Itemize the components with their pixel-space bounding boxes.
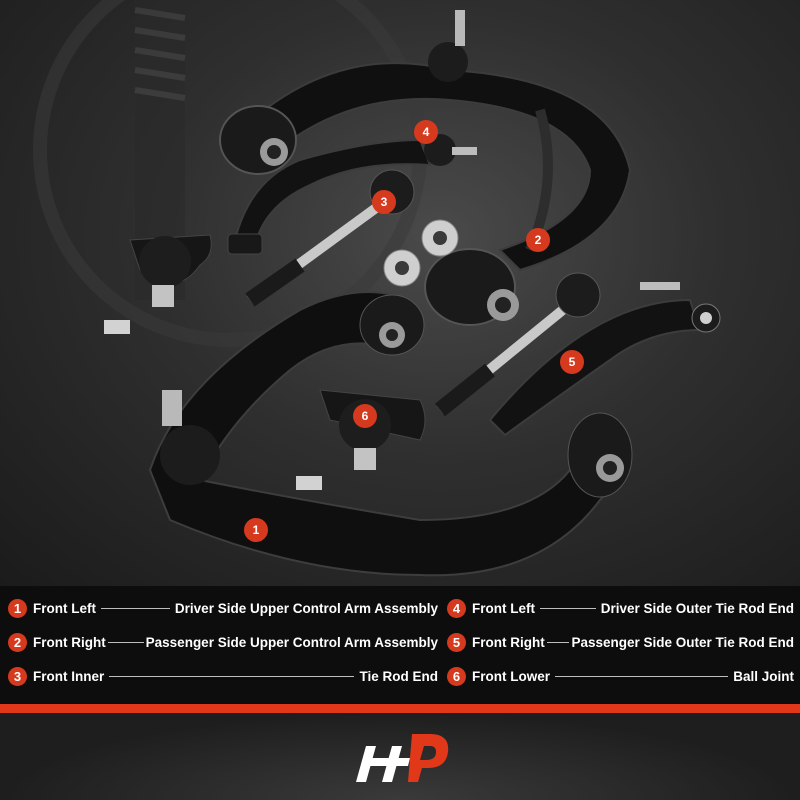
legend-item-2: 2 Front Right Passenger Side Upper Contr… xyxy=(8,631,438,653)
legend-item-5: 5 Front Right Passenger Side Outer Tie R… xyxy=(447,631,794,653)
parts-legend: 1 Front Left Driver Side Upper Control A… xyxy=(0,586,800,704)
leader-line xyxy=(101,607,170,609)
parts-illustration: 1 2 3 4 5 6 xyxy=(33,0,721,577)
legend-badge: 3 xyxy=(8,666,27,686)
callout-5-label: 5 xyxy=(569,355,576,369)
background-strut xyxy=(33,0,427,347)
leader-line xyxy=(109,675,355,677)
leader-line xyxy=(546,641,570,643)
legend-item-1: 1 Front Left Driver Side Upper Control A… xyxy=(8,597,438,619)
legend-badge: 6 xyxy=(447,666,466,686)
legend-part: Driver Side Outer Tie Rod End xyxy=(600,600,794,616)
outer-tie-rod-right xyxy=(488,282,721,437)
legend-position: Front Inner xyxy=(33,668,105,684)
accent-divider xyxy=(0,704,800,713)
leader-line xyxy=(555,675,729,677)
footer xyxy=(0,713,800,800)
callout-1-label: 1 xyxy=(253,523,260,537)
legend-position: Front Right xyxy=(33,634,106,650)
legend-item-3: 3 Front Inner Tie Rod End xyxy=(8,665,438,687)
legend-badge: 2 xyxy=(8,632,27,652)
legend-badge: 4 xyxy=(447,598,466,618)
legend-part: Passenger Side Outer Tie Rod End xyxy=(571,634,794,650)
legend-position: Front Left xyxy=(472,600,535,616)
legend-item-6: 6 Front Lower Ball Joint xyxy=(447,665,794,687)
legend-badge: 1 xyxy=(8,598,27,618)
callout-4-label: 4 xyxy=(423,125,430,139)
callout-6: 6 xyxy=(353,404,377,428)
washers xyxy=(383,219,459,287)
ball-joint-left xyxy=(104,234,212,334)
legend-part: Driver Side Upper Control Arm Assembly xyxy=(174,600,438,616)
upper-control-arm-left xyxy=(148,291,633,577)
callout-5: 5 xyxy=(560,350,584,374)
upper-control-arm-right xyxy=(219,10,632,326)
legend-position: Front Left xyxy=(33,600,96,616)
legend-badge: 5 xyxy=(447,632,466,652)
legend-part: Passenger Side Upper Control Arm Assembl… xyxy=(145,634,438,650)
legend-part: Tie Rod End xyxy=(359,668,438,684)
callout-1: 1 xyxy=(244,518,268,542)
legend-item-4: 4 Front Left Driver Side Outer Tie Rod E… xyxy=(447,597,794,619)
leader-line xyxy=(107,641,144,643)
callout-2-label: 2 xyxy=(535,233,542,247)
product-photo: 1 2 3 4 5 6 xyxy=(0,0,800,586)
callout-2: 2 xyxy=(526,228,550,252)
callout-3: 3 xyxy=(372,190,396,214)
legend-part: Ball Joint xyxy=(733,668,794,684)
legend-position: Front Right xyxy=(472,634,545,650)
inner-tie-rod-lower xyxy=(435,272,601,417)
callout-4: 4 xyxy=(414,120,438,144)
brand-logo-icon xyxy=(356,734,449,782)
callout-6-label: 6 xyxy=(362,409,369,423)
leader-line xyxy=(540,607,596,609)
outer-tie-rod-left xyxy=(227,134,477,255)
callout-3-label: 3 xyxy=(381,195,388,209)
legend-position: Front Lower xyxy=(472,668,550,684)
